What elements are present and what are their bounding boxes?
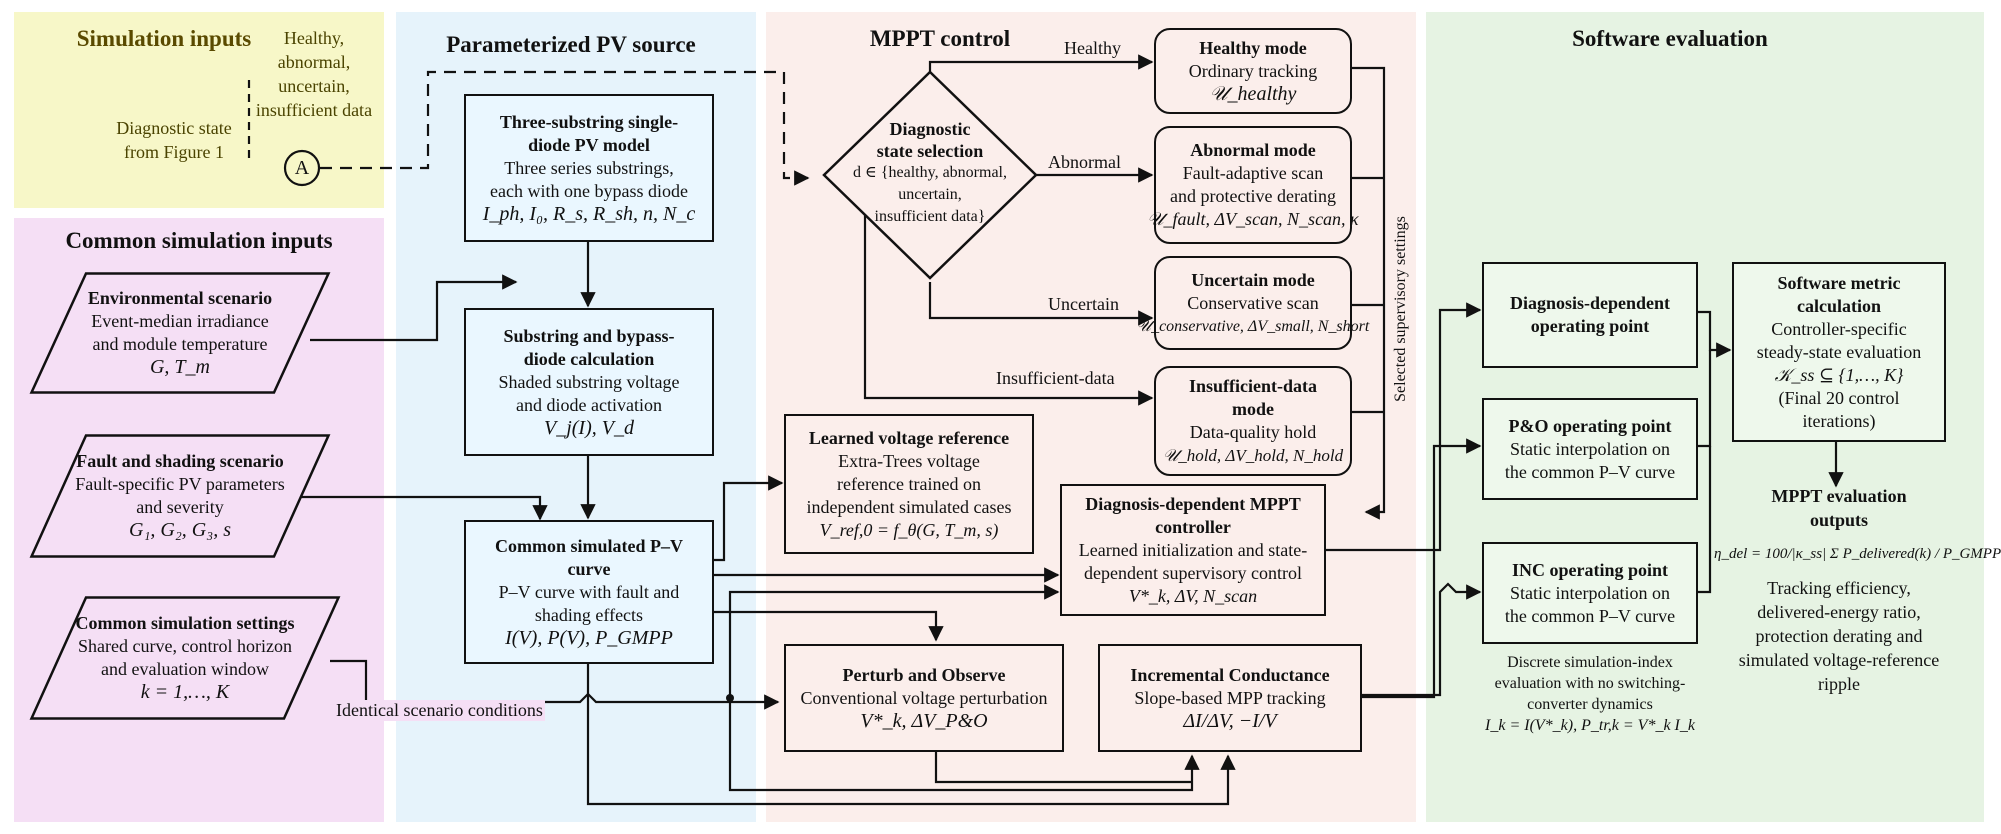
mppt-evaluation-outputs: MPPT evaluation outputs η_del = 100/|κ_s… <box>1714 486 2001 694</box>
healthy-mode-box: Healthy mode Ordinary tracking 𝒰_healthy <box>1154 28 1352 114</box>
eta-formula: η_del = 100/|κ_ss| Σ P_delivered(k) / P_… <box>1714 546 2001 562</box>
diagnosis-operating-point-box: Diagnosis-dependent operating point <box>1482 262 1698 368</box>
pv-model-box: Three-substring single- diode PV model T… <box>464 94 714 242</box>
substring-bypass-box: Substring and bypass- diode calculation … <box>464 308 714 456</box>
common-inputs-title: Common simulation inputs <box>65 228 333 253</box>
branch-label-uncertain: Uncertain <box>1048 294 1119 314</box>
pv-source-title: Parameterized PV source <box>446 32 696 57</box>
simulation-inputs-title: Simulation inputs <box>76 26 252 51</box>
common-simulation-settings: Common simulation settings Shared curve,… <box>29 596 341 720</box>
fault-shading-scenario: Fault and shading scenario Fault-specifi… <box>29 434 331 558</box>
software-evaluation-title: Software evaluation <box>1572 26 1768 51</box>
mppt-control-title: MPPT control <box>869 26 1011 51</box>
branch-label-insufficient: Insufficient-data <box>996 368 1115 388</box>
branch-label-abnormal: Abnormal <box>1048 152 1121 172</box>
mppt-controller-box: Diagnosis-dependent MPPT controller Lear… <box>1060 484 1326 616</box>
incremental-conductance-box: Incremental Conductance Slope-based MPP … <box>1098 644 1362 752</box>
discrete-evaluation-note: Discrete simulation-index evaluation wit… <box>1485 654 1695 734</box>
identical-scenario-label: Identical scenario conditions <box>334 700 545 721</box>
selected-supervisory-settings-label: Selected supervisory settings <box>1392 216 1409 402</box>
perturb-observe-box: Perturb and Observe Conventional voltage… <box>784 644 1064 752</box>
branch-label-healthy: Healthy <box>1064 38 1121 58</box>
abnormal-mode-box: Abnormal mode Fault-adaptive scan and pr… <box>1147 126 1359 244</box>
po-operating-point-box: P&O operating point Static interpolation… <box>1482 398 1698 500</box>
connector-a-label: A <box>294 157 310 179</box>
inc-operating-point-box: INC operating point Static interpolation… <box>1482 542 1698 644</box>
panel-simulation-inputs <box>14 12 384 208</box>
insufficient-data-mode-box: Insufficient-data mode Data-quality hold… <box>1154 366 1352 476</box>
diagnostic-states-list: Healthy, abnormal, uncertain, insufficie… <box>255 28 373 120</box>
environmental-scenario: Environmental scenario Event-median irra… <box>29 272 331 394</box>
software-metric-box: Software metric calculation Controller-s… <box>1732 262 1946 442</box>
common-pv-curve-box: Common simulated P–V curve P–V curve wit… <box>464 520 714 664</box>
learned-voltage-reference-box: Learned voltage reference Extra-Trees vo… <box>784 414 1034 554</box>
diagnostic-state-selection: Diagnostic state selection d ∈ {healthy,… <box>853 119 1007 225</box>
diagnostic-state-label: Diagnostic state from Figure 1 <box>116 118 232 162</box>
uncertain-mode-box: Uncertain mode Conservative scan 𝒰_conse… <box>1137 256 1369 350</box>
